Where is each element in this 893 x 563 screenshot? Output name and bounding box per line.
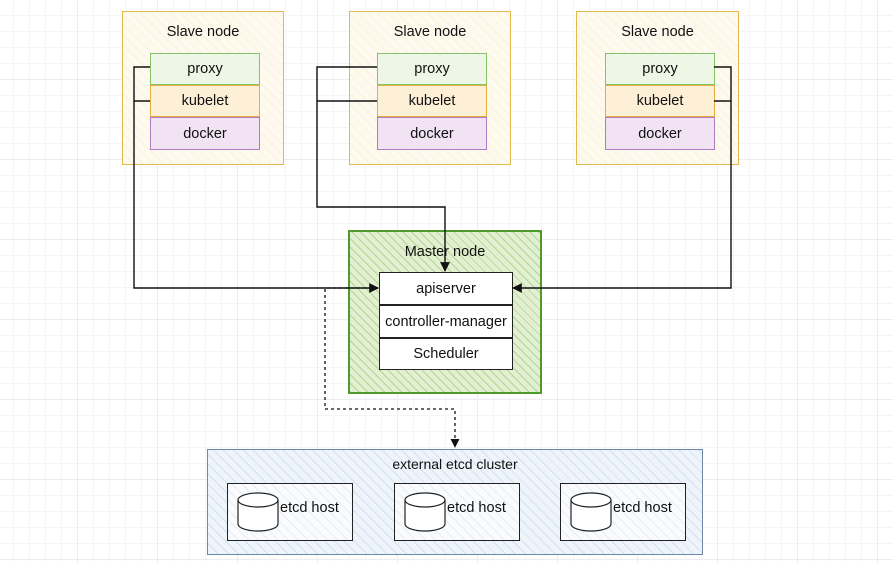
slave-node-title: Slave node — [393, 24, 467, 40]
etcd-host-label: etcd host — [613, 500, 672, 516]
docker-box[interactable]: docker — [605, 117, 715, 150]
database-icon — [404, 492, 446, 532]
slave-node-title: Slave node — [621, 24, 694, 40]
slave-node-2: Slave node proxy kubelet docker — [349, 11, 511, 165]
slave-node-title: Slave node — [166, 24, 240, 40]
etcd-host[interactable]: etcd host — [227, 483, 353, 541]
kubelet-box[interactable]: kubelet — [377, 85, 487, 117]
proxy-box[interactable]: proxy — [377, 53, 487, 85]
connector-slave2-apiserver-main — [316, 101, 450, 272]
etcd-host-label: etcd host — [280, 500, 339, 516]
connector-slave1-apiserver-main — [133, 101, 379, 293]
database-icon — [237, 492, 279, 532]
connector-slave2-apiserver — [316, 66, 377, 102]
etcd-host-label: etcd host — [447, 500, 506, 516]
kubelet-box[interactable]: kubelet — [150, 85, 260, 117]
proxy-box[interactable]: proxy — [605, 53, 715, 85]
slave-node-3: Slave node proxy kubelet docker — [576, 11, 739, 165]
etcd-cluster: external etcd cluster etcd host etcd hos… — [207, 449, 703, 555]
database-icon — [570, 492, 612, 532]
connector-slave1-apiserver — [133, 66, 150, 102]
connector-slave3-apiserver — [714, 66, 732, 102]
etcd-host[interactable]: etcd host — [394, 483, 520, 541]
etcd-host[interactable]: etcd host — [560, 483, 686, 541]
connector-apiserver-etcd — [324, 283, 460, 448]
docker-box[interactable]: docker — [377, 117, 487, 150]
kubelet-box[interactable]: kubelet — [605, 85, 715, 117]
slave-node-1: Slave node proxy kubelet docker — [122, 11, 284, 165]
proxy-box[interactable]: proxy — [150, 53, 260, 85]
docker-box[interactable]: docker — [150, 117, 260, 150]
etcd-cluster-title: external etcd cluster — [392, 456, 518, 472]
connector-slave3-apiserver-main — [512, 101, 732, 293]
